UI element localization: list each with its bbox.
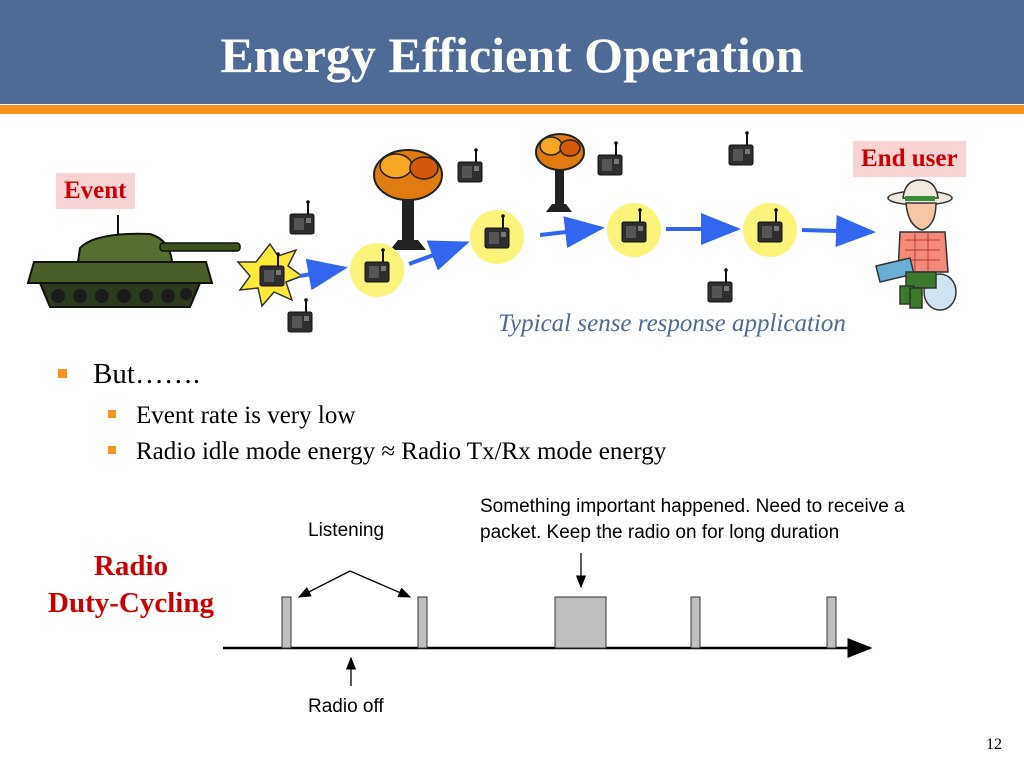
- end-user-label: End user: [853, 141, 966, 177]
- sensor-node-icon: [597, 140, 623, 176]
- sub-bullet-item: Event rate is very low: [108, 402, 355, 430]
- radio-on-long-pulse: [554, 596, 607, 649]
- route-arrow: [539, 216, 605, 248]
- duty-cycling-title-line: Duty-Cycling: [48, 587, 214, 619]
- event-note-line: packet. Keep the radio on for long durat…: [480, 522, 840, 543]
- sub-bullet-text: Radio idle mode energy ≈ Radio Tx/Rx mod…: [136, 438, 667, 465]
- duty-cycling-title-line: Radio: [93, 550, 169, 582]
- radio-on-pulse: [417, 596, 428, 649]
- tree-icon: [373, 149, 443, 250]
- tank-icon: [26, 215, 241, 308]
- listening-arrow: [349, 570, 412, 598]
- bullet-marker: [58, 368, 67, 378]
- title-underline: [0, 105, 1024, 114]
- bullet-marker: [108, 446, 116, 455]
- sensor-node-icon: [728, 130, 754, 166]
- bullet-item: But…….: [58, 358, 200, 391]
- scenario-caption: Typical sense response application: [498, 310, 846, 337]
- farmer-with-laptop-icon: [875, 179, 957, 311]
- active-node-highlight: [743, 203, 797, 257]
- tree-icon: [535, 133, 585, 212]
- radio-on-pulse: [281, 596, 292, 649]
- event-label: Event: [56, 173, 135, 209]
- duty-cycling-title: Radio Duty-Cycling: [22, 548, 240, 622]
- listening-label: Listening: [308, 520, 385, 541]
- bullet-marker: [108, 410, 116, 419]
- sensor-node-icon: [289, 199, 315, 235]
- explosion-icon: [236, 242, 304, 308]
- page-number: 12: [986, 736, 1002, 753]
- slide-title: Energy Efficient Operation: [220, 27, 804, 83]
- radio-on-pulse: [690, 596, 701, 649]
- sub-bullet-text: Event rate is very low: [136, 402, 356, 429]
- event-note-line: Something important happened. Need to re…: [480, 496, 905, 517]
- bullet-text: But…….: [93, 358, 201, 390]
- listening-arrow: [297, 570, 351, 598]
- active-node-highlight: [470, 210, 524, 264]
- radio-on-pulse: [826, 596, 837, 649]
- radio-off-label: Radio off: [308, 696, 384, 717]
- route-arrow: [299, 258, 348, 291]
- sensor-node-icon: [457, 147, 483, 183]
- sensor-node-icon: [287, 297, 313, 333]
- event-note: Something important happened. Need to re…: [480, 494, 905, 546]
- active-node-highlight: [350, 243, 404, 297]
- route-arrow: [408, 240, 470, 271]
- sensor-node-icon: [707, 267, 733, 303]
- active-node-highlight: [607, 203, 661, 257]
- sub-bullet-item: Radio idle mode energy ≈ Radio Tx/Rx mod…: [108, 438, 666, 466]
- route-arrow: [801, 214, 876, 247]
- title-bar: [0, 0, 1024, 114]
